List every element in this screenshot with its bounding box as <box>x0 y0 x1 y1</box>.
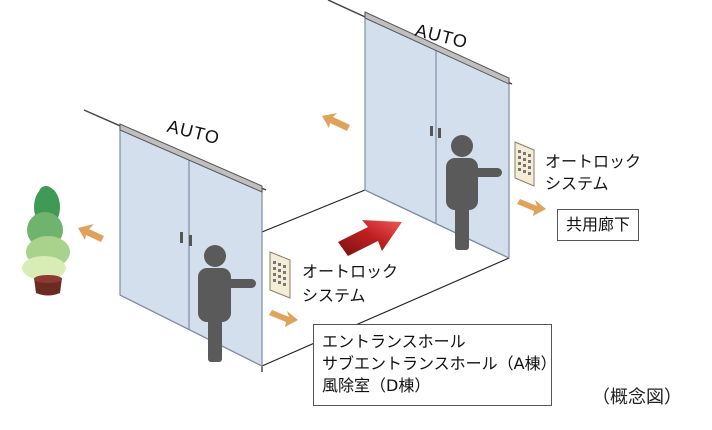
front-autolock-label: オートロック システム <box>302 262 398 306</box>
arrow-icon <box>322 113 350 131</box>
front-autolock-line2: システム <box>302 286 366 305</box>
back-autolock-line1: オートロック <box>545 152 642 171</box>
main-arrow-icon <box>338 220 402 256</box>
corridor-label-box: 共用廊下 <box>557 209 640 241</box>
front-auto-door <box>83 109 267 367</box>
corridor-label: 共用廊下 <box>566 215 631 234</box>
arrow-icon <box>269 310 298 327</box>
back-autolock-line2: システム <box>545 174 609 193</box>
front-person-icon <box>198 245 256 362</box>
hall-line1: エントランスホール <box>322 332 466 351</box>
back-person-icon <box>446 135 502 250</box>
hall-line2: サブエントランスホール（A棟） <box>322 354 557 373</box>
front-keypad-icon <box>269 251 291 299</box>
potted-tree-icon <box>22 186 70 296</box>
arrow-icon <box>517 199 546 216</box>
back-autolock-label: オートロック システム <box>545 152 641 194</box>
hall-line3: 風除室（D棟） <box>322 376 431 395</box>
hall-label-box: エントランスホール サブエントランスホール（A棟） 風除室（D棟） <box>313 324 557 406</box>
front-autolock-line1: オートロック <box>302 262 399 281</box>
arrow-icon <box>78 224 104 242</box>
back-keypad-icon <box>514 141 535 187</box>
concept-note: （概念図） <box>592 387 682 408</box>
